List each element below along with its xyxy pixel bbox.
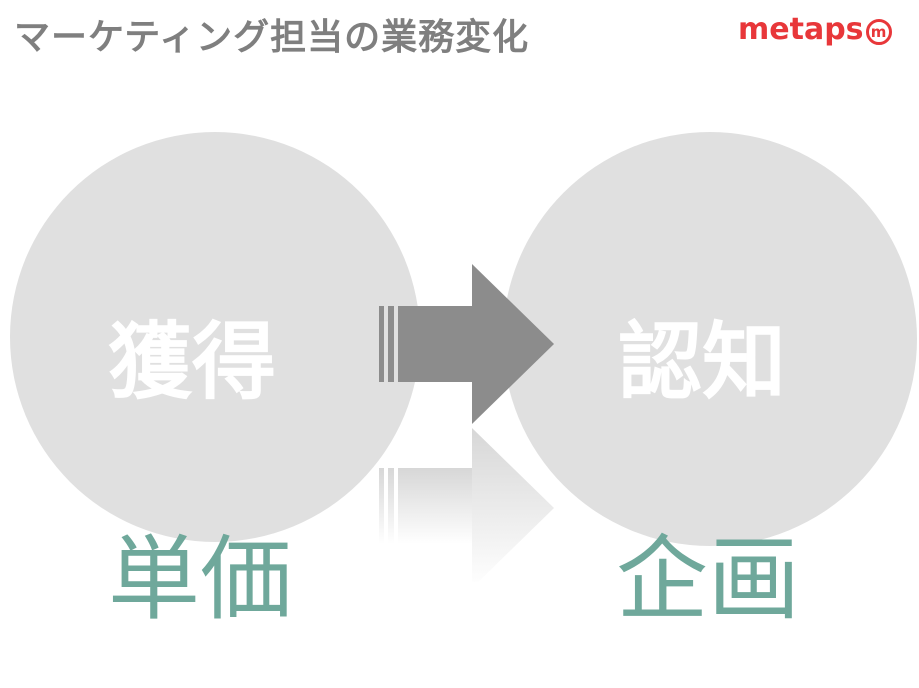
right-circle-label: 認知 — [618, 313, 787, 411]
metaps-logo: metaps m — [738, 12, 892, 47]
left-sub-label: 単価 — [108, 526, 293, 633]
left-circle-label: 獲得 — [108, 313, 277, 411]
logo-text: metaps — [738, 12, 864, 47]
right-sub-label: 企画 — [616, 526, 801, 633]
left-circle — [10, 132, 420, 542]
logo-mark-icon: m — [865, 18, 892, 45]
right-circle — [503, 132, 917, 546]
slide-title: マーケティング担当の業務変化 — [14, 17, 530, 58]
right-arrow-icon — [379, 264, 554, 582]
